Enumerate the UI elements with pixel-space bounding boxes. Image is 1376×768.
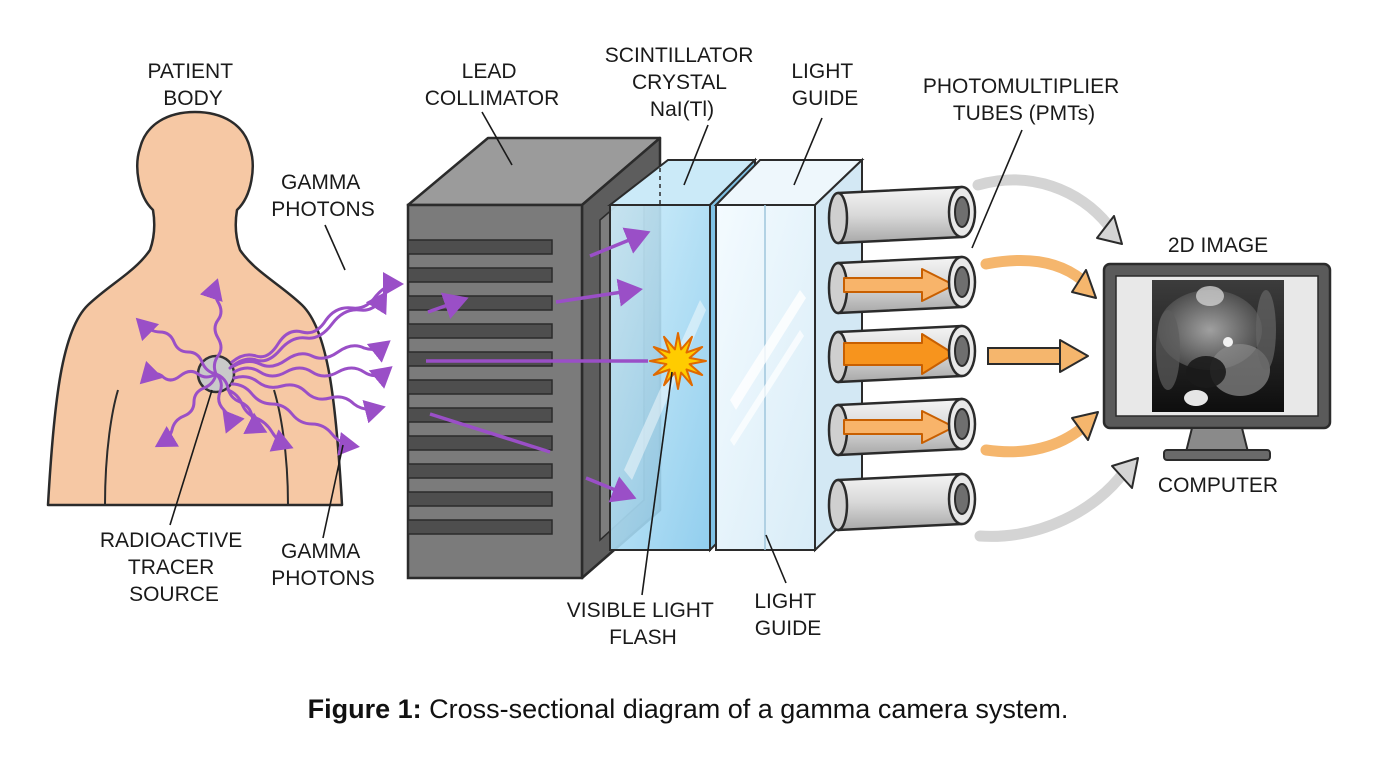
figure-caption: Figure 1: Cross-sectional diagram of a g… bbox=[308, 694, 1069, 724]
gamma-photon-paths bbox=[426, 227, 651, 503]
photomultiplier-tubes bbox=[827, 185, 977, 532]
pmt-tube bbox=[827, 397, 977, 457]
signal-arrow-in-pmt bbox=[843, 410, 955, 444]
collimator-septum bbox=[407, 379, 553, 395]
collimator-septum bbox=[407, 407, 553, 423]
2d-scan-image bbox=[1152, 280, 1284, 412]
patient-body bbox=[46, 110, 344, 507]
collimator-septum bbox=[407, 491, 553, 507]
label-light-guide-top: LIGHT GUIDE bbox=[791, 60, 858, 110]
label-visible-light-flash: VISIBLE LIGHT FLASH bbox=[567, 599, 720, 649]
label-gamma-photons-bottom: GAMMA PHOTONS bbox=[271, 540, 374, 590]
signal-arrow-in-pmt bbox=[843, 333, 955, 375]
pmt-tube bbox=[827, 255, 977, 315]
visible-light-flash-star bbox=[649, 332, 707, 390]
label-radioactive-tracer-source: RADIOACTIVE TRACER SOURCE bbox=[100, 529, 248, 606]
collimator-septum bbox=[407, 323, 553, 339]
pmt-tube bbox=[827, 185, 977, 245]
label-light-guide-bottom: LIGHT GUIDE bbox=[754, 590, 821, 640]
pmt-tube bbox=[827, 324, 977, 384]
label-patient-body: PATIENT BODY bbox=[147, 60, 238, 110]
collimator-septum bbox=[407, 463, 553, 479]
collimator-septum bbox=[407, 295, 553, 311]
signal-arrows bbox=[970, 172, 1139, 542]
light-guide bbox=[713, 157, 865, 553]
collimator-septum bbox=[407, 435, 553, 451]
label-scintillator-crystal: SCINTILLATOR CRYSTAL NaI(Tl) bbox=[605, 44, 759, 121]
label-gamma-photons-top: GAMMA PHOTONS bbox=[271, 171, 374, 221]
collimator-septum bbox=[407, 239, 553, 255]
figure-caption-number: Figure 1: bbox=[308, 694, 422, 724]
label-computer: COMPUTER bbox=[1158, 474, 1278, 497]
collimator-septum bbox=[407, 351, 553, 367]
label-photomultiplier-tubes: PHOTOMULTIPLIER TUBES (PMTs) bbox=[923, 75, 1125, 125]
label-lead-collimator: LEAD COLLIMATOR bbox=[425, 60, 560, 110]
collimator-septum bbox=[407, 519, 553, 535]
leader-lines bbox=[169, 111, 1023, 596]
pmt-tube bbox=[827, 472, 977, 532]
gamma-photon-waves bbox=[135, 272, 404, 456]
figure-caption-text: Cross-sectional diagram of a gamma camer… bbox=[422, 694, 1069, 724]
label-2d-image: 2D IMAGE bbox=[1168, 234, 1268, 257]
signal-arrow-in-pmt bbox=[843, 268, 955, 302]
collimator-septum bbox=[407, 267, 553, 283]
